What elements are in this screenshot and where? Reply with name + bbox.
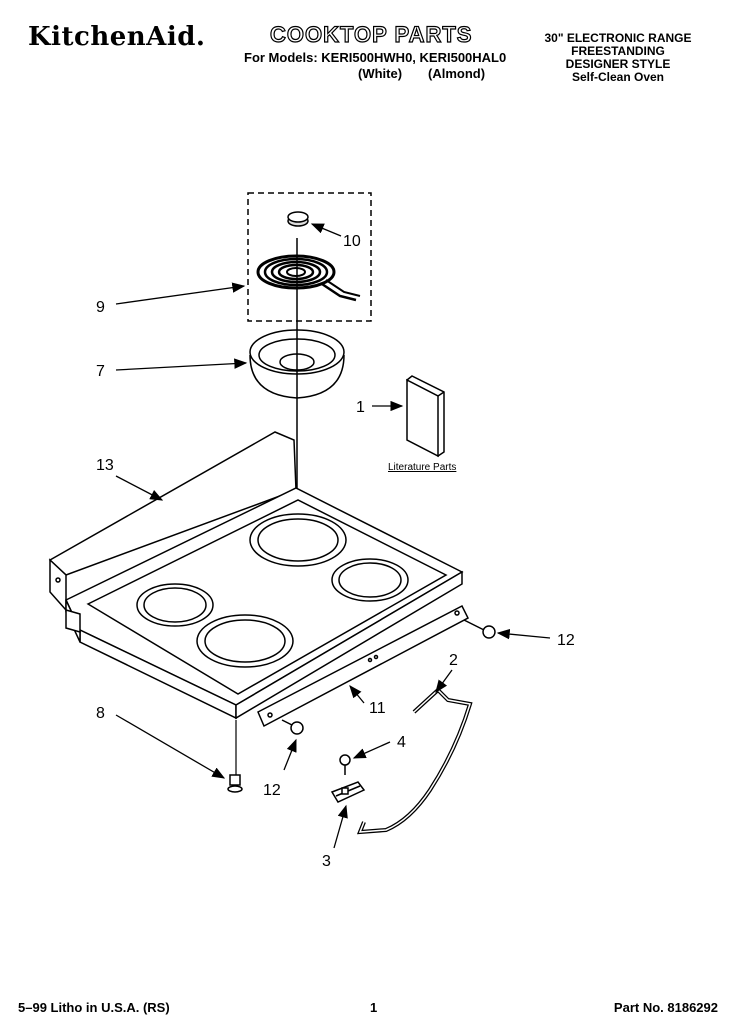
models-line: For Models: KERI500HWH0, KERI500HAL0 (244, 50, 507, 65)
callout-4: 4 (397, 734, 406, 751)
spec-line-4: Self-Clean Oven (571, 70, 665, 84)
callout-11: 11 (369, 700, 386, 717)
litho-line: 5–99 Litho in U.S.A. (RS) (18, 1000, 170, 1015)
callout-12-right: 12 (557, 632, 575, 649)
callout-8: 8 (96, 705, 105, 722)
part-10-cap (287, 211, 309, 227)
part-4-screw (339, 754, 351, 775)
callout-1: 1 (356, 399, 365, 416)
part-12-screw-left (281, 719, 304, 735)
callout-2: 2 (449, 652, 458, 669)
callout-13: 13 (96, 457, 114, 474)
variant-almond: (Almond) (428, 66, 486, 81)
spec-line-3: DESIGNER STYLE (565, 57, 671, 71)
literature-parts-label: Literature Parts (388, 462, 456, 473)
part-number: Part No. 8186292 (613, 1000, 718, 1015)
part-9-surface-element (256, 254, 361, 302)
part-3-clip (330, 781, 366, 803)
callout-7: 7 (96, 363, 105, 380)
brand-logo: KitchenAid. (28, 22, 206, 52)
part-8-screw (227, 720, 243, 793)
spec-block: 30" ELECTRONIC RANGE FREESTANDING DESIGN… (518, 32, 718, 84)
element-group-box (247, 192, 372, 322)
part-12-screw-right (463, 619, 496, 639)
part-11-bracket (257, 604, 469, 728)
spec-line-1: 30" ELECTRONIC RANGE (544, 31, 692, 45)
page-number: 1 (370, 1000, 378, 1015)
variant-white: (White) (358, 66, 403, 81)
callout-3: 3 (322, 853, 331, 870)
cooktop-panel (65, 487, 464, 720)
callout-10: 10 (343, 233, 361, 250)
spec-line-2: FREESTANDING (571, 44, 665, 58)
page-title: COOKTOP PARTS (269, 21, 473, 47)
callout-9: 9 (96, 299, 105, 316)
part-1-literature (406, 375, 445, 458)
callout-12-left: 12 (263, 782, 281, 799)
burner-openings (136, 513, 409, 668)
leader-lines (115, 223, 551, 849)
